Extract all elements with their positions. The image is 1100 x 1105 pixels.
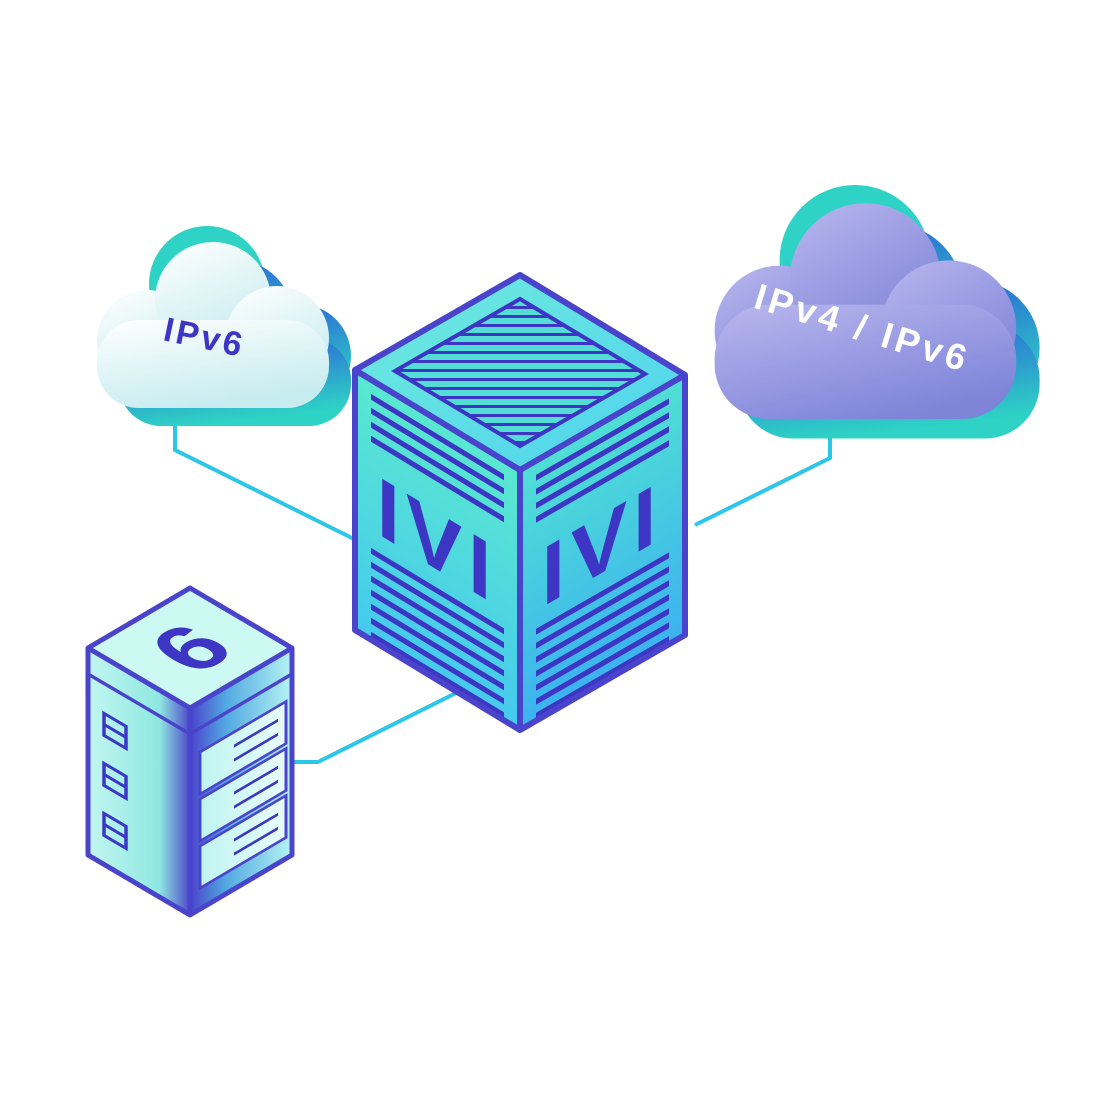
ipv6-cloud: IPv6 bbox=[97, 226, 351, 426]
left-face-stripes-top bbox=[371, 393, 504, 525]
link-server bbox=[290, 679, 481, 764]
server-vent-squares bbox=[102, 710, 128, 852]
right-face-stripes-bottom bbox=[536, 552, 669, 719]
ipv6-server: 6 bbox=[85, 585, 295, 918]
ivi-box-edges bbox=[352, 272, 688, 733]
server-units bbox=[198, 699, 288, 891]
server-unit bbox=[198, 793, 288, 891]
server-unit bbox=[198, 699, 288, 797]
right-face-stripes-top bbox=[536, 398, 669, 525]
ivi-right-face: IVI bbox=[520, 374, 685, 730]
ivi-left-face: IVI bbox=[355, 370, 520, 731]
server-edges bbox=[85, 585, 295, 918]
server-unit bbox=[198, 746, 288, 844]
left-face-stripes-bottom bbox=[371, 547, 504, 719]
ivi-translator-box: IVI IVI bbox=[352, 272, 688, 733]
server-right-face bbox=[190, 648, 292, 915]
server-left-face bbox=[88, 648, 190, 915]
ipv4-ipv6-cloud: IPv4 / IPv6 bbox=[714, 185, 1040, 439]
